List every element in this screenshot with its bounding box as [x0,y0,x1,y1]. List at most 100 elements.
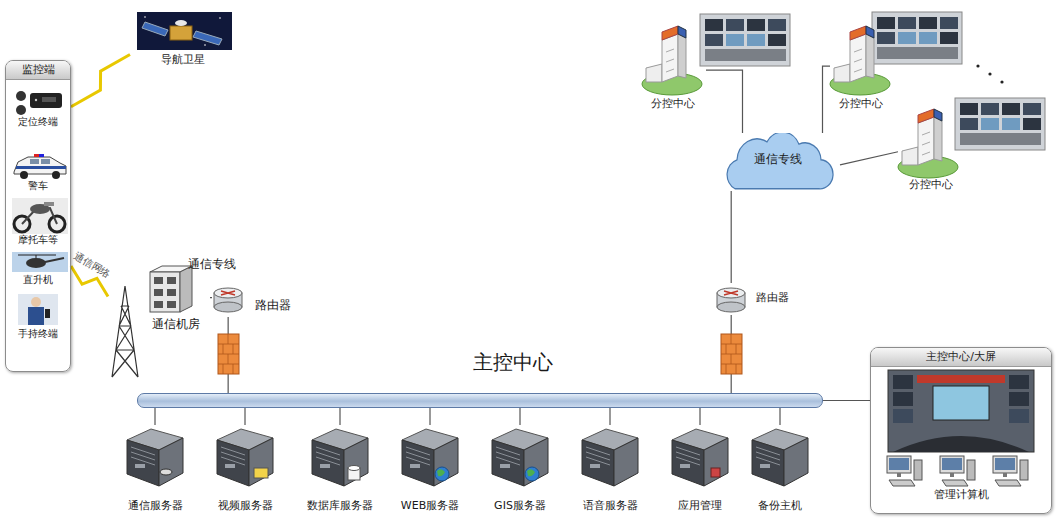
handheld-terminal-illustration [45,309,50,318]
equipment-room-building [167,277,176,284]
server-node: GIS服务器 [478,425,562,515]
router-icon [214,288,242,312]
network-link [823,66,831,133]
terminal-node: 手持终端 [8,292,68,342]
police-car-illustration [20,171,28,179]
equipment-room-building [154,277,163,284]
node-label: 语音服务器 [568,499,652,512]
server-node: 应用管理 [658,425,742,515]
handheld-terminal-illustration [18,294,58,325]
motorcycle-illustration [12,198,68,234]
node-label: 分控中心 [898,178,964,191]
control-room-photo [1009,409,1029,423]
server-icon [217,429,273,486]
network-link [779,408,780,425]
node-label: 导航卫星 [130,53,235,66]
server-node: 数据库服务器 [298,425,382,515]
ellipsis-dots [976,64,979,67]
node-label: 分控中心 [830,97,892,110]
node-label: 定位终端 [8,116,68,128]
panel-heading: 主控中心/大屏 [871,348,1051,367]
helicopter-illustration [45,258,64,262]
police-car-illustration [14,154,66,179]
satellite-illustration [204,44,206,46]
network-link [609,408,610,425]
node-label: 备份主机 [738,499,822,512]
node-label: 数据库服务器 [298,499,382,512]
handheld-terminal-illustration [31,297,41,307]
terminal-node: 直升机 [8,250,68,288]
server-icon [752,429,808,486]
control-room-photo [917,375,1005,383]
monitor-wall-photo [700,14,790,66]
panel-heading: 监控端 [6,61,70,80]
firewall-icon [721,334,742,374]
terminal-node: 警车 [8,143,68,193]
node-label: 管理计算机 [880,488,1042,501]
network-link [731,191,732,283]
node-label: 通信专线 [715,152,840,166]
satellite-illustration [193,31,222,45]
node-label: 警车 [8,180,68,192]
server-icon [402,429,458,486]
node-label: 应用管理 [658,499,742,512]
network-link [429,408,430,425]
network-link [154,408,155,425]
server-icon [312,429,368,486]
equipment-room-building [150,272,180,312]
network-bus: 主控中心 [137,393,823,408]
gps-terminal-illustration [16,91,26,101]
server-badge [437,469,445,476]
network-link [519,408,520,425]
network-link [706,70,743,133]
satellite-illustration [137,12,232,50]
control-room-photo [1009,392,1029,406]
control-room-photo [1009,375,1029,389]
main-display-panel: 主控中心/大屏管理计算机 [870,347,1052,514]
control-room-photo [888,370,1034,452]
network-link [339,408,340,425]
satellite-illustration [170,26,192,40]
gps-terminal-illustration [16,105,26,115]
server-node: 视频服务器 [203,425,287,515]
server-badge [527,469,535,476]
node-label: 通信服务器 [113,499,197,512]
server-icon [492,429,548,486]
equipment-room-building [150,266,192,312]
monitor-wall-photo [955,98,1045,150]
police-car-illustration [16,166,66,169]
router-icon [717,288,745,312]
server-icon [127,429,183,486]
node-label: 路由器 [248,298,297,312]
equipment-room-building [167,301,176,308]
terminal-node: 摩托车等 [8,196,68,248]
control-room-photo [893,392,913,406]
monitor-panel: 监控端定位终端警车摩托车等直升机手持终端 [5,60,71,372]
network-cloud: 通信专线 [715,133,840,191]
gps-terminal-illustration [35,99,37,101]
node-label: 手持终端 [8,328,68,340]
control-room-photo [893,375,913,389]
server-node: WEB服务器 [388,425,472,515]
node-label: 摩托车等 [8,234,68,246]
control-room-photo [888,370,1034,452]
satellite-illustration [175,20,187,26]
helicopter-illustration [26,258,46,268]
radio-tower [112,286,138,377]
control-room-photo [893,409,913,423]
gps-terminal-illustration [16,91,62,115]
server-icon [672,429,728,486]
motorcycle-illustration [44,202,54,206]
gps-terminal-illustration [42,97,56,102]
computer-node: 管理计算机 [880,450,1042,508]
computer-icon [993,456,1028,486]
building-icon [830,26,890,95]
motorcycle-illustration [12,198,68,234]
node-label: 分控中心 [640,97,706,110]
satellite-illustration [142,22,168,36]
control-room-photo [893,436,1029,452]
network-link [244,408,245,425]
server-node: 语音服务器 [568,425,652,515]
